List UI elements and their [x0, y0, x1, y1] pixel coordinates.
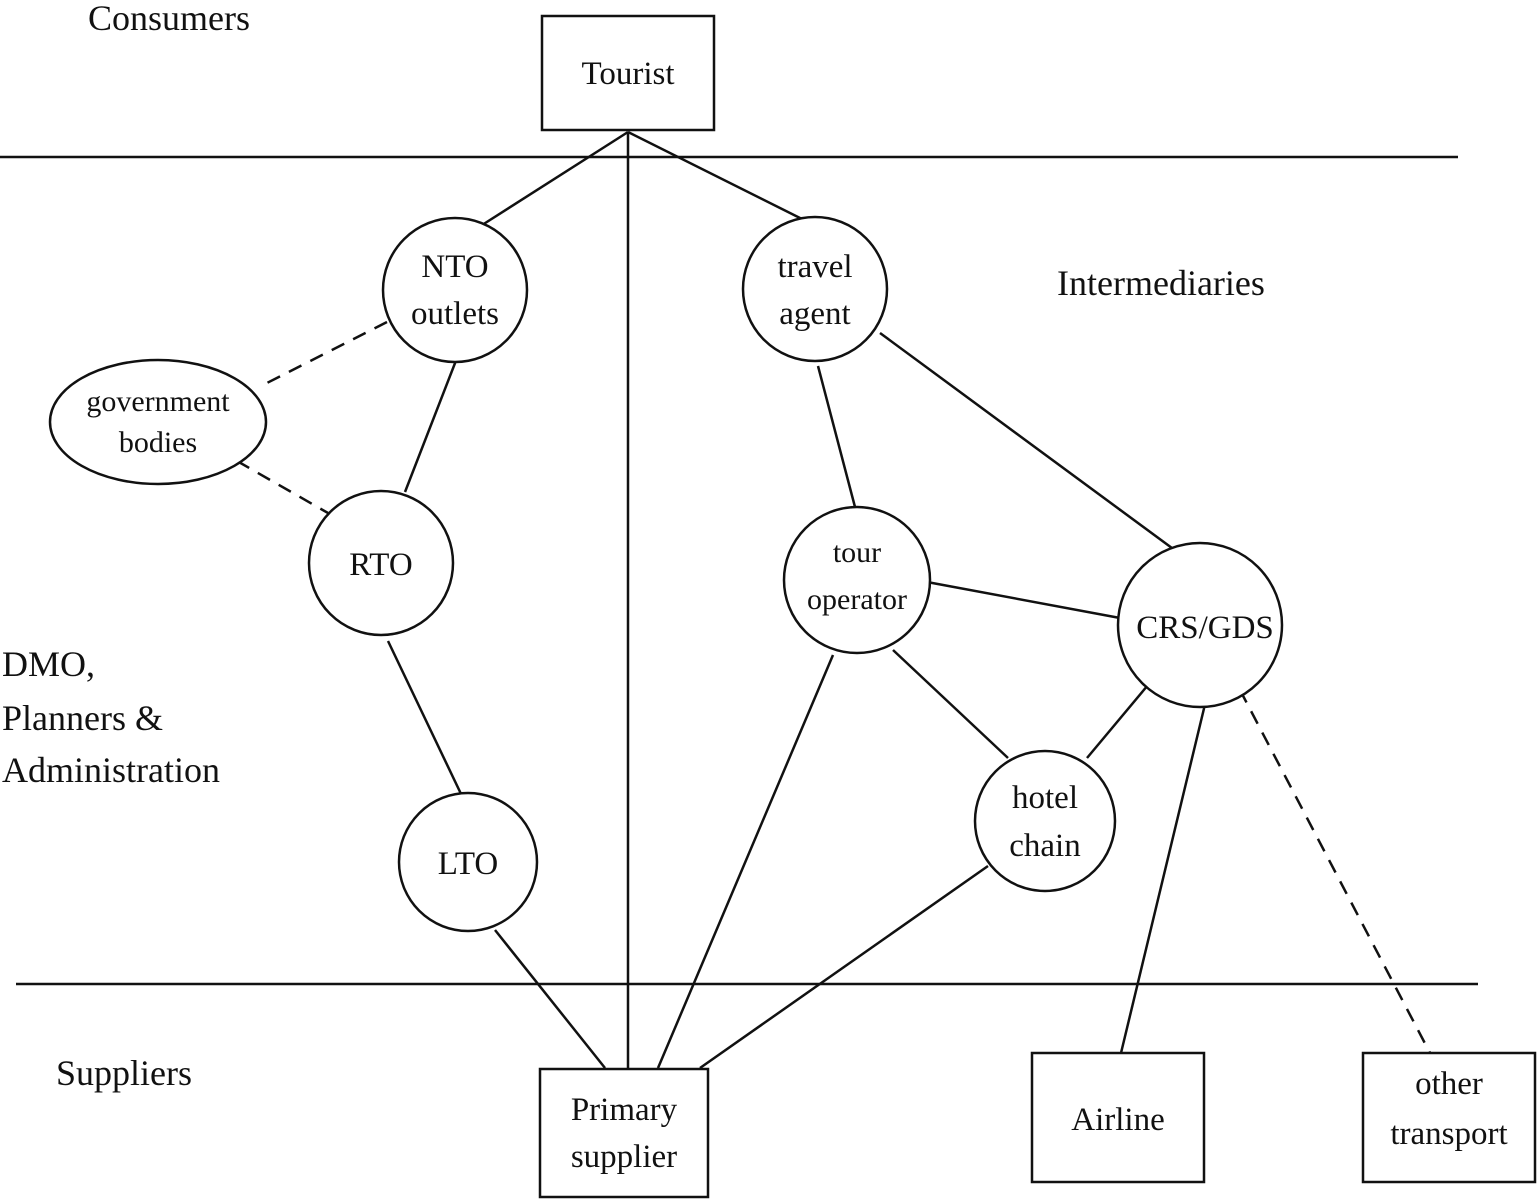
- primary-supplier-label-line2: supplier: [571, 1139, 677, 1175]
- edge-government-rto-dashed: [236, 459, 329, 515]
- section-label-dmo-line1: DMO,: [2, 644, 95, 684]
- edge-lto-primary-supplier: [494, 929, 606, 1069]
- edge-rto-lto: [386, 640, 464, 797]
- edge-tourist-nto: [478, 130, 629, 229]
- edge-hotel-chain-primary-supplier: [699, 864, 989, 1070]
- other-transport-node: other transport: [1361, 1051, 1537, 1184]
- edge-tourist-travel-agent: [627, 130, 805, 222]
- tour-operator-node: tour operator: [782, 505, 932, 655]
- travel-agent-label-line1: travel: [777, 249, 852, 285]
- travel-agent-node: travel agent: [741, 215, 889, 363]
- section-label-intermediaries: Intermediaries: [1057, 263, 1265, 303]
- tourist-node: Tourist: [540, 14, 716, 132]
- other-transport-label-line2: transport: [1390, 1116, 1507, 1152]
- tourist-label: Tourist: [581, 56, 674, 92]
- nto-outlets-label-line2: outlets: [411, 296, 499, 332]
- section-label-dmo-line3: Administration: [2, 750, 220, 790]
- hotel-chain-label-line1: hotel: [1012, 780, 1078, 816]
- edge-crs-airline: [1119, 695, 1209, 1054]
- crs-gds-node: CRS/GDS: [1116, 541, 1284, 709]
- rto-node: RTO: [307, 489, 455, 637]
- primary-supplier-node: Primary supplier: [538, 1067, 710, 1199]
- edge-travel-agent-tour-operator: [816, 365, 857, 508]
- section-label-dmo-line2: Planners &: [2, 698, 163, 738]
- tour-operator-label-line1: tour: [833, 536, 881, 569]
- airline-node: Airline: [1030, 1051, 1206, 1184]
- government-bodies-label-line2: bodies: [119, 426, 197, 459]
- tour-operator-label-line2: operator: [807, 583, 907, 616]
- section-label-suppliers: Suppliers: [56, 1053, 192, 1093]
- hotel-chain-node: hotel chain: [973, 749, 1117, 893]
- edge-crs-hotel-chain: [1086, 684, 1149, 759]
- edge-tour-operator-hotel-chain: [892, 649, 1009, 759]
- lto-label: LTO: [438, 846, 499, 882]
- hotel-chain-label-line2: chain: [1009, 828, 1080, 864]
- nto-outlets-label-line1: NTO: [421, 249, 488, 285]
- nto-outlets-node: NTO outlets: [381, 216, 529, 364]
- crs-gds-label: CRS/GDS: [1136, 610, 1274, 646]
- rto-label: RTO: [349, 547, 412, 583]
- primary-supplier-label-line1: Primary: [571, 1092, 678, 1128]
- other-transport-label-line1: other: [1415, 1066, 1483, 1102]
- lto-node: LTO: [397, 791, 539, 933]
- government-bodies-label-line1: government: [86, 385, 230, 418]
- edge-tour-operator-primary-supplier: [656, 654, 835, 1069]
- edge-nto-rto: [403, 357, 459, 493]
- airline-label: Airline: [1071, 1102, 1164, 1138]
- edge-nto-government-dashed: [262, 320, 388, 387]
- edge-crs-other-transport-dashed: [1238, 689, 1432, 1054]
- edge-travel-agent-crs: [879, 331, 1177, 553]
- section-label-consumers: Consumers: [88, 0, 250, 38]
- edge-tour-operator-crs: [926, 580, 1121, 620]
- travel-agent-label-line2: agent: [779, 296, 850, 332]
- government-bodies-node: government bodies: [48, 358, 268, 486]
